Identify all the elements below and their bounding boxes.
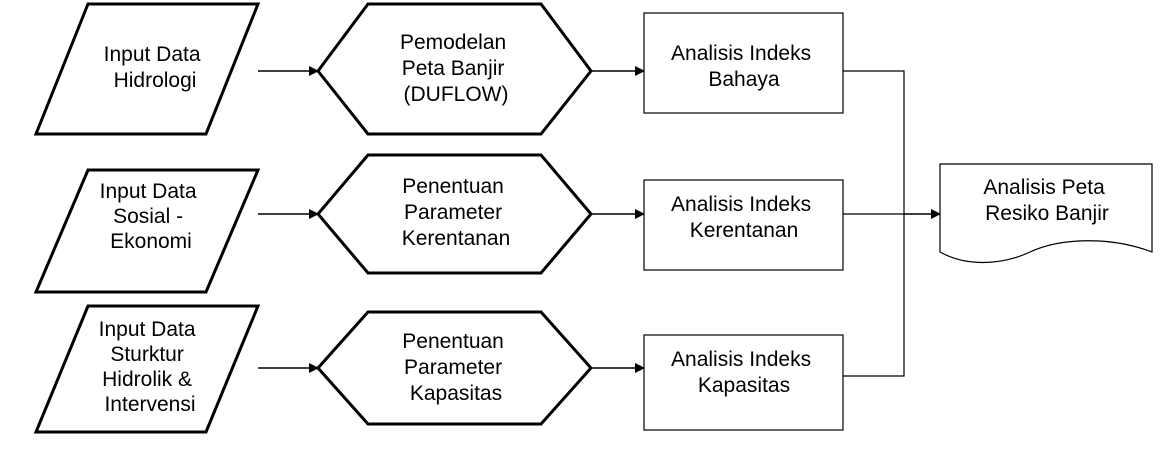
analysis-kerentanan-line-1: Analisis Indeks <box>671 193 811 216</box>
analysis-kerentanan-node: Analisis Indeks Kerentanan <box>643 179 844 271</box>
input-struktur-line-4: Intervensi <box>104 393 195 416</box>
svg-text:Input Data Sosial -: Input Data Sosial - Ekonomi <box>100 180 203 253</box>
process-kapasitas-line-1: Penentuan <box>402 330 504 353</box>
analysis-kapasitas-line-1: Analisis Indeks <box>671 348 811 371</box>
svg-text:Penentuan Parameter: Penentuan Parameter Kerentanan <box>402 175 511 250</box>
input-sosial-ekonomi-node: Input Data Sosial - Ekonomi <box>33 168 261 294</box>
svg-text:Input Data Sturktur: Input Data Sturktur Hidrolik & Intervens… <box>99 318 202 416</box>
svg-text:Analisis Peta Resiko Ban: Analisis Peta Resiko Banjir <box>983 176 1110 225</box>
input-hidrologi-node: Input Data Hidrologi <box>33 2 261 136</box>
analysis-kapasitas-node: Analisis Indeks Kapasitas <box>643 334 844 431</box>
input-sosial-line-1: Input Data <box>100 180 197 203</box>
output-line-2: Resiko Banjir <box>985 202 1109 225</box>
process-kapasitas-node: Penentuan Parameter Kapasitas <box>315 310 594 426</box>
input-struktur-line-1: Input Data <box>99 318 196 341</box>
process-kerentanan-line-2: Parameter <box>404 201 502 224</box>
connector-bahaya-to-bus <box>843 70 905 377</box>
analysis-kapasitas-line-2: Kapasitas <box>698 374 790 397</box>
analysis-bahaya-node: Analisis Indeks Bahaya <box>643 12 844 114</box>
input-struktur-node: Input Data Sturktur Hidrolik & Intervens… <box>33 304 261 434</box>
analysis-bahaya-line-1: Analisis Indeks <box>671 42 811 65</box>
process-kerentanan-line-1: Penentuan <box>402 175 504 198</box>
output-line-1: Analisis Peta <box>983 176 1105 199</box>
input-hidrologi-line-1: Input Data <box>104 43 201 66</box>
process-pemodelan-line-1: Pemodelan <box>400 31 506 54</box>
process-pemodelan-line-2: Peta Banjir <box>402 57 505 80</box>
input-sosial-line-2: Sosial - <box>113 205 183 228</box>
svg-text:Input Data Hidrologi: Input Data Hidrologi <box>104 43 207 92</box>
input-struktur-line-2: Sturktur <box>110 343 184 366</box>
analysis-bahaya-line-2: Bahaya <box>708 68 780 91</box>
output-peta-resiko-node: Analisis Peta Resiko Banjir <box>939 163 1153 264</box>
input-sosial-line-3: Ekonomi <box>110 230 192 253</box>
process-kapasitas-line-2: Parameter <box>404 356 502 379</box>
process-kapasitas-line-3: Kapasitas <box>410 382 502 405</box>
svg-text:Analisis Indeks Kerentan: Analisis Indeks Kerentanan <box>671 193 817 242</box>
svg-text:Analisis Indeks Kapasita: Analisis Indeks Kapasitas <box>671 348 817 397</box>
process-kerentanan-line-3: Kerentanan <box>402 227 511 250</box>
svg-text:Penentuan Parameter: Penentuan Parameter Kapasitas <box>402 330 509 405</box>
process-pemodelan-line-3: (DUFLOW) <box>404 83 509 106</box>
process-pemodelan-node: Pemodelan Peta Banjir (DUFLOW) <box>316 2 593 136</box>
analysis-kerentanan-line-2: Kerentanan <box>690 219 799 242</box>
input-struktur-line-3: Hidrolik & <box>102 368 192 391</box>
input-hidrologi-line-2: Hidrologi <box>114 69 197 92</box>
process-kerentanan-node: Penentuan Parameter Kerentanan <box>316 153 593 275</box>
svg-text:Analisis Indeks Bahaya: Analisis Indeks Bahaya <box>671 42 817 91</box>
svg-text:Pemodelan Peta Banjir: Pemodelan Peta Banjir (DUFLOW) <box>400 31 512 106</box>
